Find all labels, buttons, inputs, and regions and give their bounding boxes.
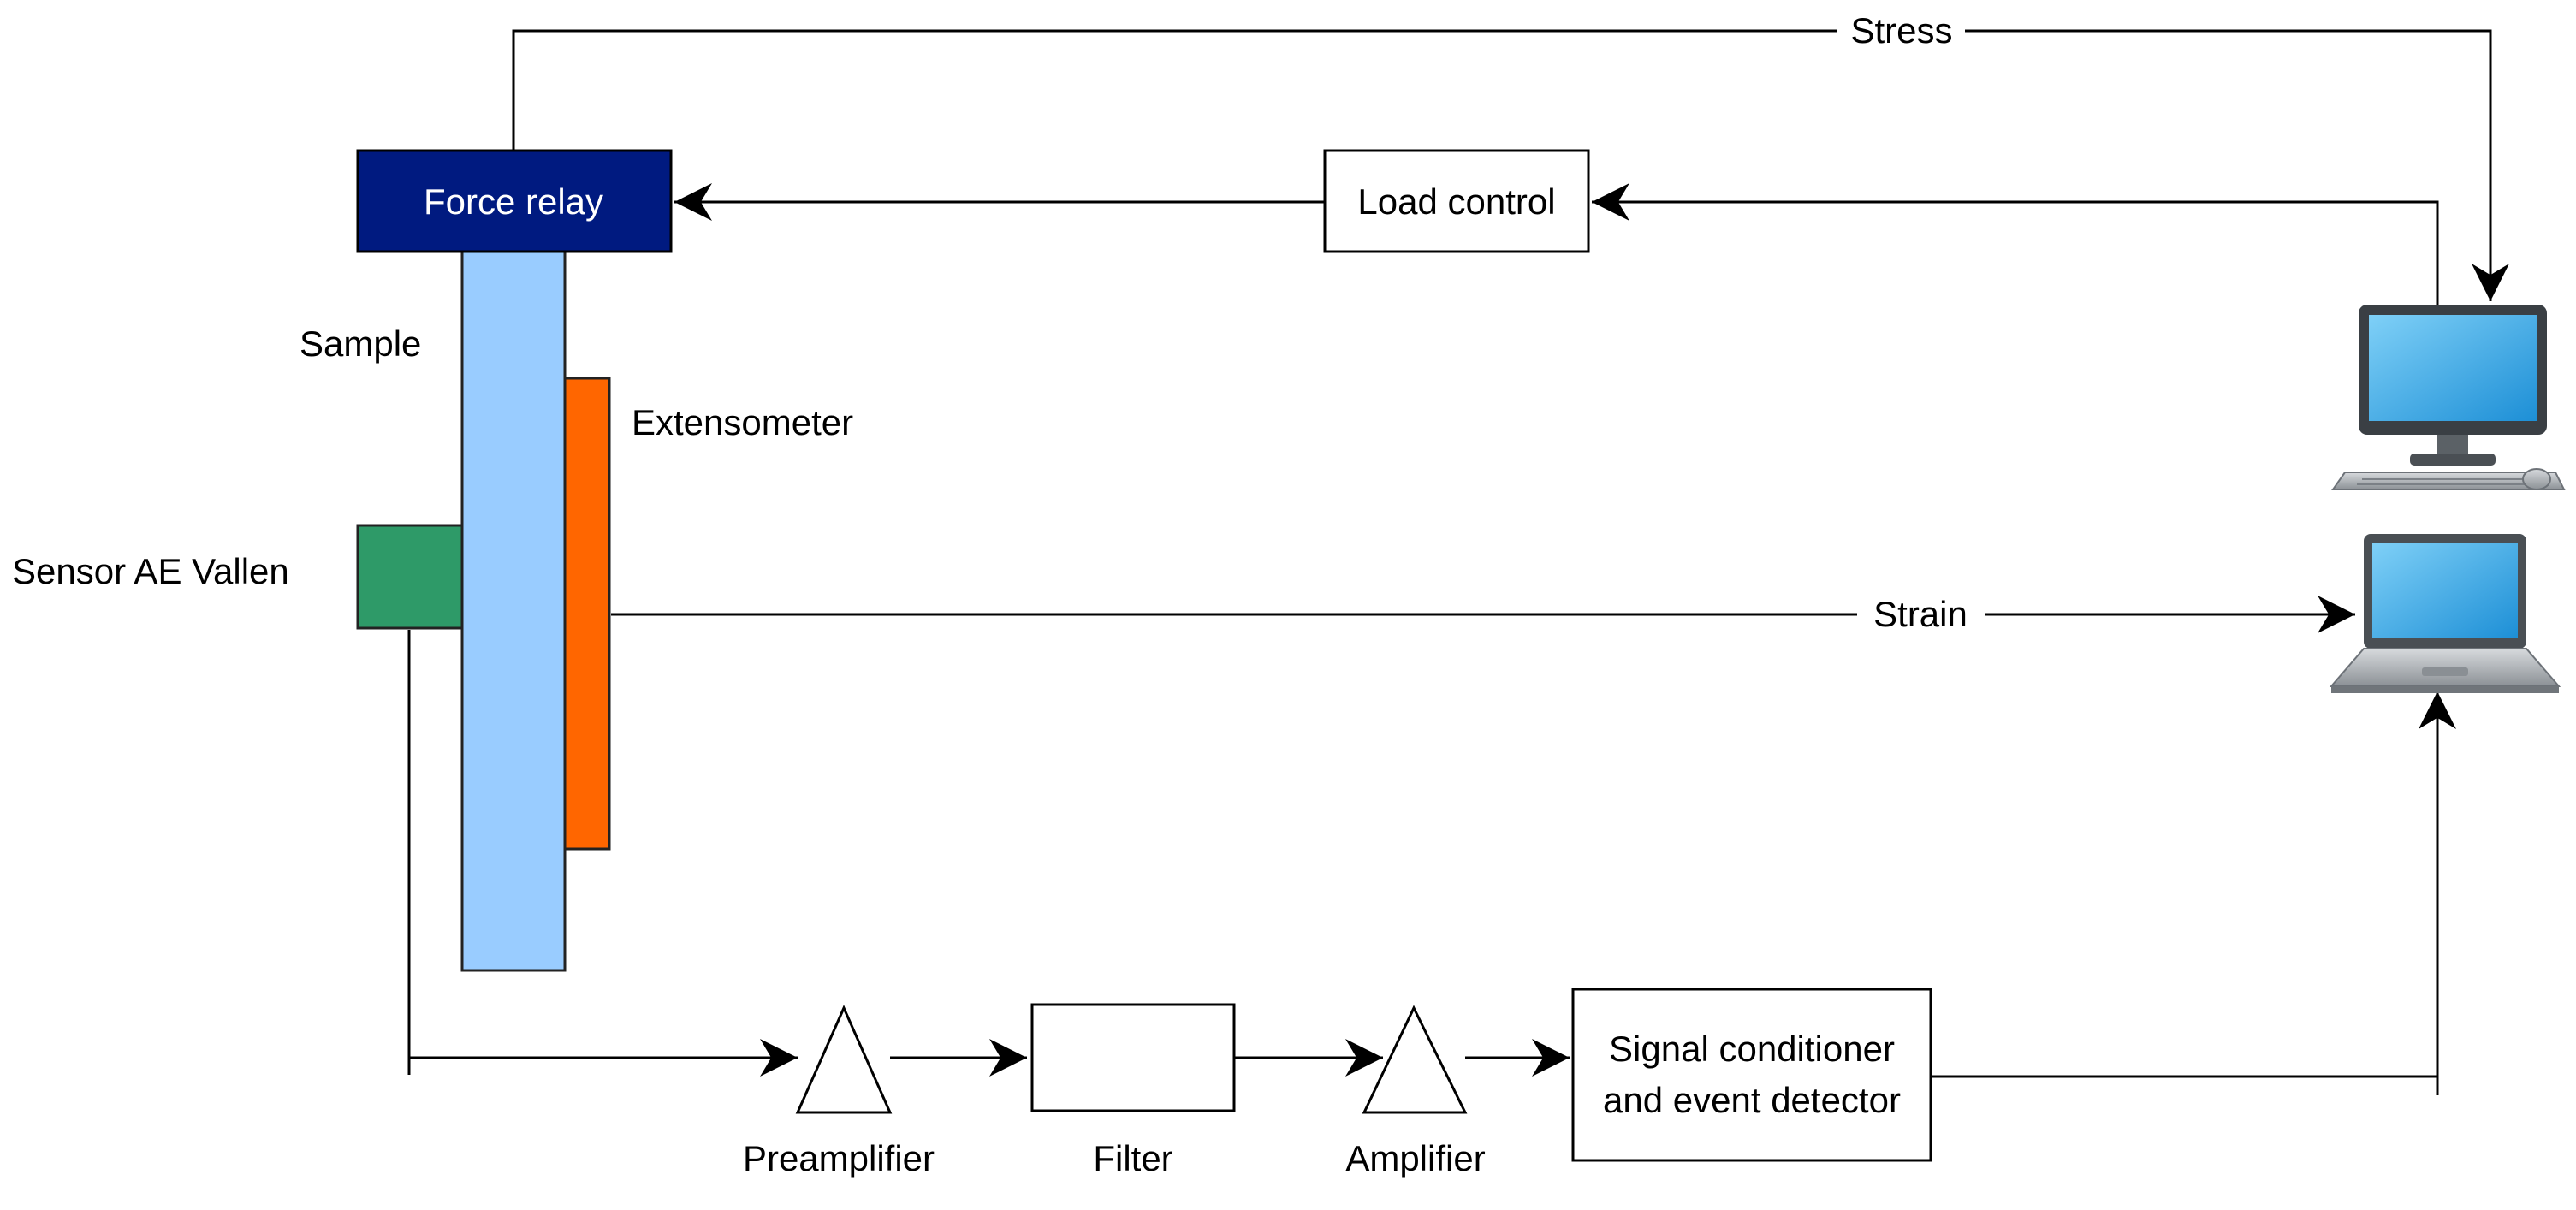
desktop-to-load-control-line xyxy=(1592,183,2439,305)
sensor-label: Sensor AE Vallen xyxy=(12,551,289,591)
conditioner-to-laptop-line xyxy=(1931,691,2456,1078)
laptop-computer-icon xyxy=(2329,534,2561,693)
stress-label: Stress xyxy=(1850,10,1952,50)
preamplifier-label: Preamplifier xyxy=(743,1138,935,1178)
signal-conditioner-label-line1: Signal conditioner xyxy=(1609,1029,1895,1069)
filter-box xyxy=(1030,1003,1236,1112)
force-relay-label: Force relay xyxy=(424,181,603,222)
amplifier-triangle xyxy=(1362,1005,1468,1114)
sample-label: Sample xyxy=(300,323,421,364)
signal-conditioner-box xyxy=(1571,988,1932,1162)
filter-label: Filter xyxy=(1093,1138,1172,1178)
load-control-box xyxy=(1323,149,1590,253)
sensor-block xyxy=(356,524,464,630)
signal-conditioner-label-line2: and event detector xyxy=(1603,1080,1901,1120)
preamplifier-triangle xyxy=(795,1005,893,1114)
desktop-computer-icon xyxy=(2331,305,2566,490)
amplifier-label: Amplifier xyxy=(1345,1138,1485,1178)
force-relay-box xyxy=(356,149,673,253)
strain-label: Strain xyxy=(1873,594,1968,634)
sample-bar xyxy=(460,250,567,972)
extensometer-bar xyxy=(563,377,611,851)
extensometer-label: Extensometer xyxy=(632,402,853,442)
stress-line xyxy=(512,29,2509,301)
connections xyxy=(407,29,2509,1095)
load-control-label: Load control xyxy=(1357,181,1555,222)
